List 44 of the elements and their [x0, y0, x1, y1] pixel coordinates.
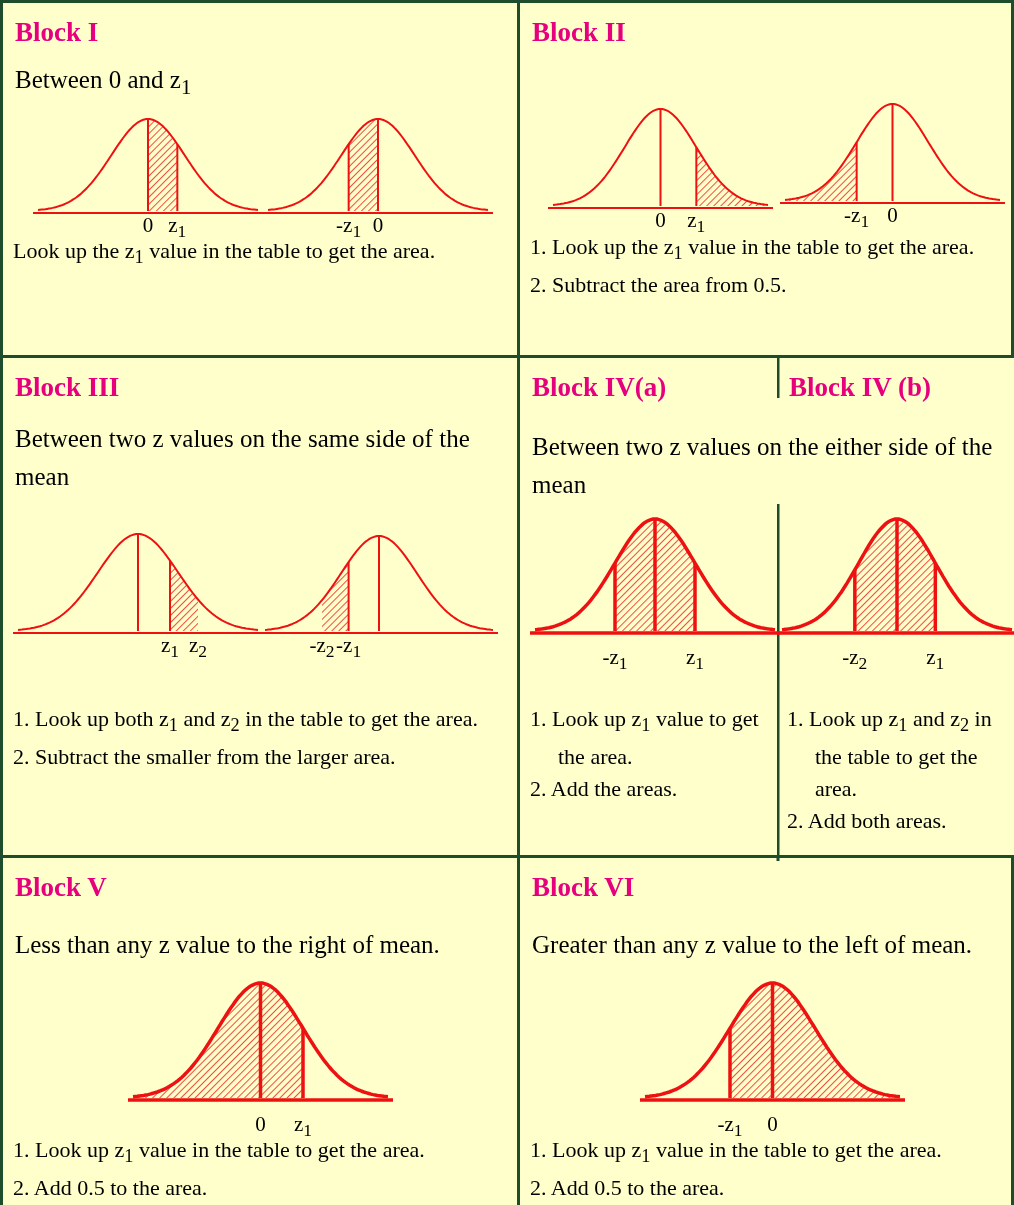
block-panel [0, 0, 520, 358]
axis-label: z$_{2}$ [188, 633, 208, 663]
instruction-step: 2. Add both areas. [787, 805, 1005, 838]
description-text: Between 0 and z$_{1}$ [15, 65, 193, 101]
block-panel [0, 855, 520, 1205]
block-heading: Block III [15, 372, 120, 403]
instruction-step: 2. Subtract the smaller from the larger area. [13, 741, 511, 774]
axis-label: 0 [372, 213, 384, 238]
instruction-step: 2. Add the areas. [530, 773, 768, 806]
block-heading: Block VI [532, 872, 635, 903]
instruction-step: 1. Look up both z$_{1}$ and z$_{2}$ in the table to get the area. [13, 703, 511, 742]
axis-label: -z$_{2}$ [309, 633, 335, 663]
axis-label: 0 [655, 208, 666, 233]
instruction-step: 1. Look up z$_{1}$ value to get the area. [530, 703, 768, 774]
axis-label: -z$_{2}$ [842, 645, 868, 675]
axis-label: -z$_{1}$ [336, 213, 362, 243]
axis-label: z$_{1}$ [168, 213, 187, 243]
block-heading: Block IV(a) [532, 372, 667, 403]
axis-label: z$_{1}$ [926, 645, 945, 675]
instruction-step: 1. Look up z$_{1}$ and z$_{2}$ in the table to get the area. [787, 703, 1005, 806]
block-panel [0, 355, 520, 858]
axis-label: -z$_{1}$ [844, 203, 870, 233]
axis-label: z$_{1}$ [293, 1112, 313, 1142]
axis-label: 0 [142, 213, 154, 238]
block-heading: Block V [15, 872, 107, 903]
block-heading: Block IV (b) [789, 372, 932, 403]
block-heading: Block I [15, 17, 99, 48]
axis-label: -z$_{1}$ [602, 645, 628, 675]
description-text: Less than any z value to the right of mean. [15, 930, 441, 960]
axis-label: z$_{1}$ [160, 633, 180, 663]
block-heading: Block II [532, 17, 626, 48]
block-panel [517, 0, 1014, 358]
description-text: Greater than any z value to the left of mean. [532, 930, 974, 960]
instruction-step: 2. Subtract the area from 0.5. [530, 269, 1005, 302]
instruction-step: 2. Add 0.5 to the area. [13, 1172, 511, 1205]
axis-label: z$_{1}$ [685, 645, 705, 675]
axis-label: 0 [767, 1112, 778, 1137]
axis-label: -z$_{1}$ [336, 633, 362, 663]
axis-label: -z$_{1}$ [717, 1112, 743, 1142]
block-panel [517, 855, 1014, 1205]
axis-label: 0 [887, 203, 898, 228]
instruction-step: 2. Add 0.5 to the area. [530, 1172, 1005, 1205]
axis-label: 0 [255, 1112, 266, 1137]
description-text: Between two z values on the same side of the mean [15, 424, 471, 492]
